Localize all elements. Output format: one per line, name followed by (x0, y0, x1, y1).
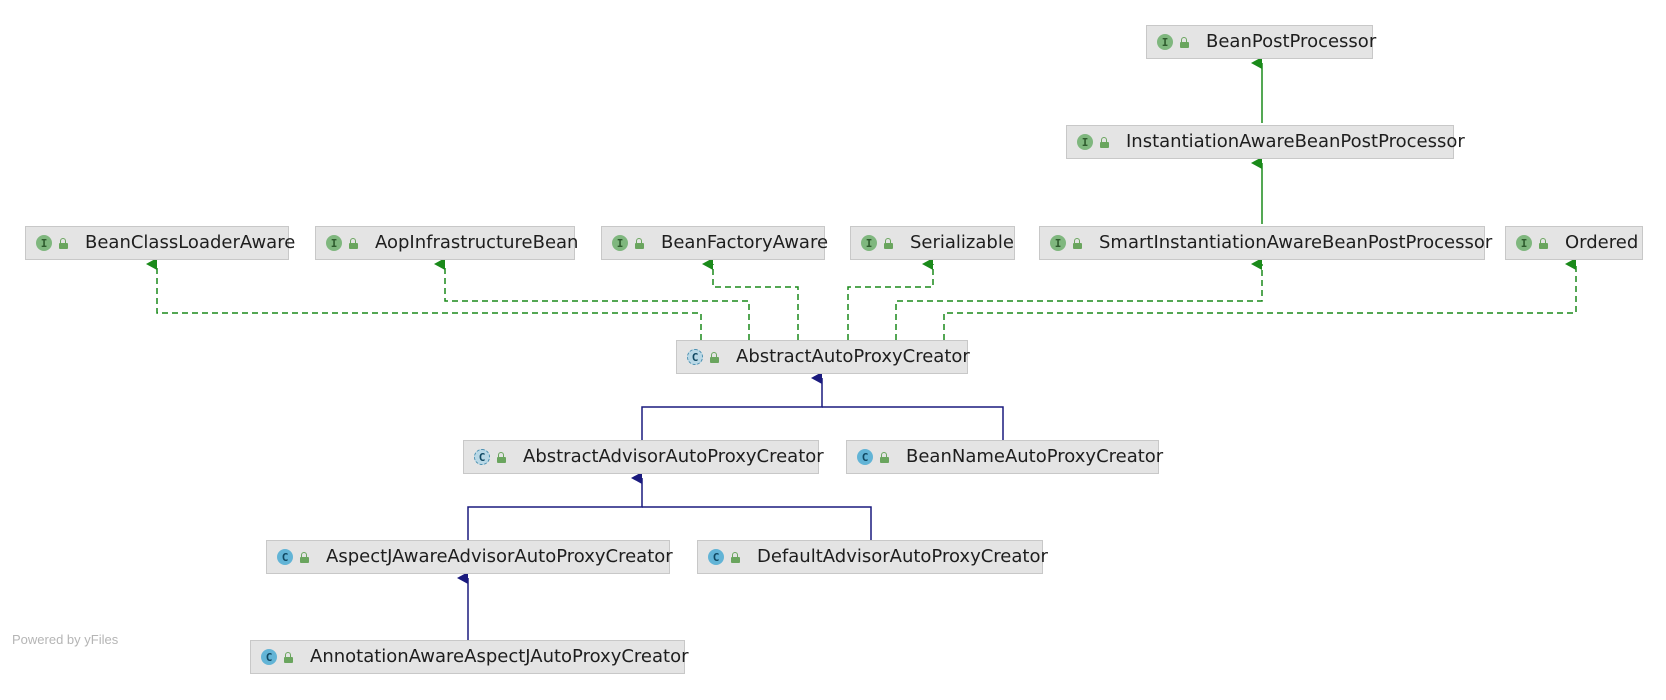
public-lock-icon (299, 551, 310, 563)
node-label: BeanFactoryAware (661, 232, 829, 253)
interface-icon: I (36, 235, 52, 251)
edge-implements-smart-instantiation-aware (895, 258, 1263, 340)
class-icon: C (708, 549, 724, 565)
node-bean-class-loader-aware[interactable]: I BeanClassLoaderAware (25, 226, 295, 260)
node-smart-instantiation-aware-bean-post-processor[interactable]: I SmartInstantiationAwareBeanPostProcess… (1039, 226, 1492, 260)
edge-bean-name-to-abstract-auto-proxy (822, 406, 1004, 440)
public-lock-icon (879, 451, 890, 463)
node-label: SmartInstantiationAwareBeanPostProcessor (1099, 232, 1493, 253)
public-lock-icon (58, 237, 69, 249)
edge-abstract-advisor-to-abstract-auto-proxy (641, 372, 823, 440)
node-label: Serializable (910, 232, 1014, 253)
node-default-advisor-auto-proxy-creator[interactable]: C DefaultAdvisorAutoProxyCreator (697, 540, 1048, 574)
edge-implements-ordered (943, 258, 1577, 340)
public-lock-icon (1072, 237, 1083, 249)
node-aop-infrastructure-bean[interactable]: I AopInfrastructureBean (315, 226, 579, 260)
node-label: BeanClassLoaderAware (85, 232, 296, 253)
interface-icon: I (1516, 235, 1532, 251)
public-lock-icon (496, 451, 507, 463)
public-lock-icon (283, 651, 294, 663)
node-label: AopInfrastructureBean (375, 232, 579, 253)
node-bean-post-processor[interactable]: I BeanPostProcessor (1146, 25, 1377, 59)
node-bean-factory-aware[interactable]: I BeanFactoryAware (601, 226, 829, 260)
public-lock-icon (883, 237, 894, 249)
node-ordered[interactable]: I Ordered (1505, 226, 1643, 260)
abstract-class-icon: C (474, 449, 490, 465)
edge-implements-bean-class-loader-aware (146, 258, 702, 340)
public-lock-icon (730, 551, 741, 563)
interface-icon: I (326, 235, 342, 251)
node-label: AnnotationAwareAspectJAutoProxyCreator (310, 646, 689, 667)
node-label: AbstractAdvisorAutoProxyCreator (523, 446, 824, 467)
node-instantiation-aware-bean-post-processor[interactable]: I InstantiationAwareBeanPostProcessor (1066, 125, 1465, 159)
watermark: Powered by yFiles (12, 632, 119, 647)
edge-aspectj-aware-to-abstract-advisor (467, 472, 643, 540)
interface-icon: I (1077, 134, 1093, 150)
interface-icon: I (861, 235, 877, 251)
node-bean-name-auto-proxy-creator[interactable]: C BeanNameAutoProxyCreator (846, 440, 1163, 474)
node-abstract-auto-proxy-creator[interactable]: C AbstractAutoProxyCreator (676, 340, 970, 374)
abstract-class-icon: C (687, 349, 703, 365)
node-annotation-aware-aspectj-auto-proxy-creator[interactable]: C AnnotationAwareAspectJAutoProxyCreator (250, 640, 689, 674)
node-label: BeanPostProcessor (1206, 31, 1377, 52)
interface-icon: I (1050, 235, 1066, 251)
node-label: Ordered (1565, 232, 1639, 253)
edge-implements-serializable (847, 258, 934, 340)
node-label: AbstractAutoProxyCreator (736, 346, 970, 367)
node-aspectj-aware-advisor-auto-proxy-creator[interactable]: C AspectJAwareAdvisorAutoProxyCreator (266, 540, 673, 574)
class-icon: C (261, 649, 277, 665)
node-label: DefaultAdvisorAutoProxyCreator (757, 546, 1048, 567)
public-lock-icon (709, 351, 720, 363)
node-label: BeanNameAutoProxyCreator (906, 446, 1164, 467)
edge-default-advisor-to-abstract-advisor (642, 506, 872, 540)
node-label: AspectJAwareAdvisorAutoProxyCreator (326, 546, 673, 567)
public-lock-icon (634, 237, 645, 249)
node-abstract-advisor-auto-proxy-creator[interactable]: C AbstractAdvisorAutoProxyCreator (463, 440, 824, 474)
node-serializable[interactable]: I Serializable (850, 226, 1015, 260)
public-lock-icon (1179, 36, 1190, 48)
interface-icon: I (1157, 34, 1173, 50)
class-icon: C (857, 449, 873, 465)
class-icon: C (277, 549, 293, 565)
edge-implements-bean-factory-aware (702, 258, 799, 340)
public-lock-icon (1538, 237, 1549, 249)
public-lock-icon (348, 237, 359, 249)
edge-implements-aop-infrastructure-bean (434, 258, 750, 340)
public-lock-icon (1099, 136, 1110, 148)
node-label: InstantiationAwareBeanPostProcessor (1126, 131, 1465, 152)
interface-icon: I (612, 235, 628, 251)
